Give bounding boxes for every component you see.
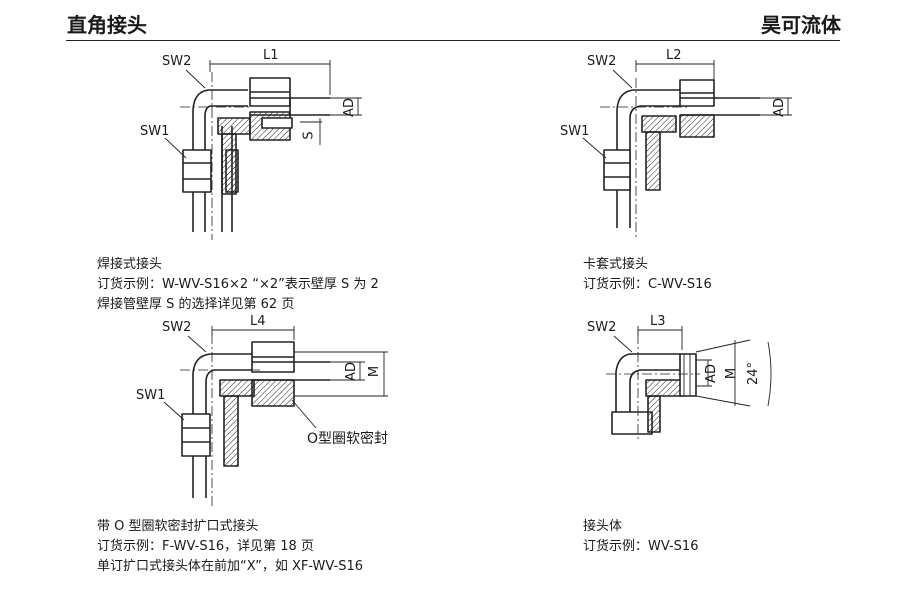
- weld-caption-line: 焊接管壁厚 S 的选择详见第 62 页: [97, 297, 295, 312]
- oring-fitting-drawing: [163, 326, 388, 508]
- oring-caption: 带 O 型圈软密封扩口式接头 订货示例：F-WV-S16，详见第 18 页 单订…: [97, 517, 363, 577]
- body-l3-label: L3: [650, 314, 666, 329]
- body-fitting-drawing: [606, 326, 772, 440]
- body-caption-line: 接头体: [583, 519, 623, 534]
- ferrule-caption-line: 订货示例：C-WV-S16: [583, 277, 712, 292]
- oring-seal-label: O型圈软密封: [307, 431, 389, 447]
- oring-ad-label: AD: [343, 362, 359, 381]
- oring-sw1-label: SW1: [136, 388, 166, 403]
- body-angle-label: 24°: [746, 361, 762, 386]
- body-sw2-label: SW2: [587, 320, 617, 335]
- brand-name: 昊可流体: [761, 13, 841, 37]
- oring-caption-line: 单订扩口式接头体在前加“X”，如 XF-WV-S16: [97, 559, 363, 574]
- body-caption: 接头体 订货示例：WV-S16: [583, 517, 698, 557]
- body-ad-label: AD: [703, 364, 719, 383]
- header-rule: [66, 40, 840, 41]
- page-title: 直角接头: [67, 13, 147, 37]
- ferrule-caption-line: 卡套式接头: [583, 257, 649, 272]
- weld-caption: 焊接式接头 订货示例：W-WV-S16×2 “×2”表示壁厚 S 为 2 焊接管…: [97, 255, 379, 315]
- body-caption-line: 订货示例：WV-S16: [583, 539, 699, 554]
- ferrule-sw1-label: SW1: [560, 124, 590, 139]
- oring-m-label: M: [367, 365, 383, 378]
- weld-caption-line: 订货示例：W-WV-S16×2 “×2”表示壁厚 S 为 2: [97, 277, 379, 292]
- body-m-label: M: [724, 367, 740, 380]
- weld-s-label: S: [301, 131, 317, 140]
- weld-ad-label: AD: [341, 98, 357, 117]
- weld-fitting-drawing: [164, 60, 362, 240]
- weld-l1-label: L1: [263, 48, 279, 63]
- ferrule-l2-label: L2: [666, 48, 682, 63]
- weld-sw2-label: SW2: [162, 54, 192, 69]
- ferrule-fitting-drawing: [582, 60, 792, 240]
- ferrule-ad-label: AD: [771, 98, 787, 117]
- oring-caption-line: 带 O 型圈软密封扩口式接头: [97, 519, 259, 534]
- ferrule-sw2-label: SW2: [587, 54, 617, 69]
- oring-sw2-label: SW2: [162, 320, 192, 335]
- ferrule-caption: 卡套式接头 订货示例：C-WV-S16: [583, 255, 712, 295]
- weld-sw1-label: SW1: [140, 124, 170, 139]
- oring-l4-label: L4: [250, 314, 266, 329]
- weld-caption-line: 焊接式接头: [97, 257, 163, 272]
- oring-caption-line: 订货示例：F-WV-S16，详见第 18 页: [97, 539, 314, 554]
